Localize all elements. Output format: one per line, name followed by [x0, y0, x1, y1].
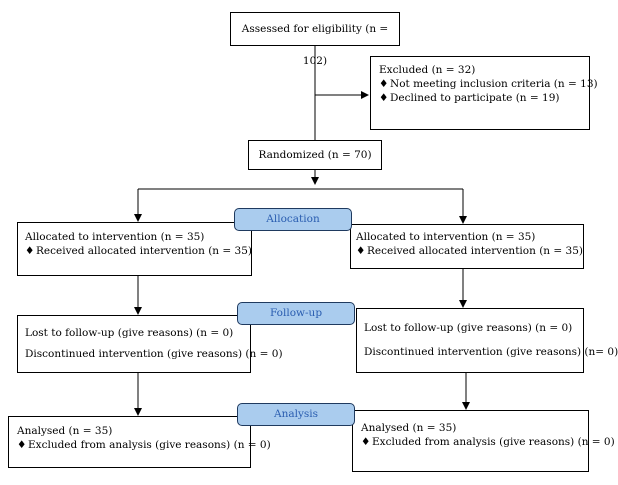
right-lost-text: Lost to follow-up (give reasons) (n = 0) [364, 322, 573, 334]
right-allocation-box: Allocated to intervention (n = 35) ♦Rece… [350, 224, 584, 269]
right-followup-box: Lost to follow-up (give reasons) (n = 0)… [356, 308, 618, 373]
left-followup-box: Lost to follow-up (give reasons) (n = 0)… [17, 315, 283, 373]
right-analysed-text: Analysed (n = 35) [361, 422, 457, 434]
left-lost-text: Lost to follow-up (give reasons) (n = 0) [25, 327, 234, 339]
randomized-text: Randomized (n = 70) [258, 149, 372, 161]
excluded-box: Excluded (n = 32) ♦Not meeting inclusion… [370, 56, 598, 130]
right-excluded-analysis-line: ♦Excluded from analysis (give reasons) (… [361, 436, 615, 448]
left-discontinued-text: Discontinued intervention (give reasons)… [25, 348, 283, 360]
left-analysed-text: Analysed (n = 35) [17, 425, 113, 437]
diamond-bullet-icon: ♦ [361, 436, 371, 448]
diamond-bullet-icon: ♦ [379, 78, 389, 90]
left-allocation-box: Allocated to intervention (n = 35) ♦Rece… [17, 222, 252, 276]
diamond-bullet-icon: ♦ [17, 439, 27, 451]
right-allocated-text: Allocated to intervention (n = 35) [356, 231, 536, 243]
right-received-line: ♦Received allocated intervention (n = 35… [356, 245, 583, 257]
assessed-box: Assessed for eligibility (n = 102) [230, 12, 400, 67]
left-excluded-analysis-line: ♦Excluded from analysis (give reasons) (… [17, 439, 271, 451]
diamond-bullet-icon: ♦ [379, 92, 389, 104]
diamond-bullet-icon: ♦ [25, 245, 35, 257]
excluded-title: Excluded (n = 32) [379, 64, 476, 76]
assessed-text: Assessed for eligibility (n = 102) [241, 23, 389, 67]
left-analysis-box: Analysed (n = 35) ♦Excluded from analysi… [8, 416, 271, 468]
randomized-box: Randomized (n = 70) [248, 140, 382, 170]
consort-flow-diagram: Assessed for eligibility (n = 102) Exclu… [8, 12, 618, 472]
right-analysis-box: Analysed (n = 35) ♦Excluded from analysi… [352, 410, 615, 472]
excluded-item-declined: ♦Declined to participate (n = 19) [379, 92, 560, 104]
followup-phase-label: Follow-up [237, 302, 355, 325]
diamond-bullet-icon: ♦ [356, 245, 366, 257]
analysis-phase-label: Analysis [237, 403, 355, 426]
right-discontinued-text: Discontinued intervention (give reasons)… [364, 346, 618, 358]
allocation-phase-label: Allocation [234, 208, 352, 231]
left-allocated-text: Allocated to intervention (n = 35) [25, 231, 205, 243]
left-received-line: ♦Received allocated intervention (n = 35… [25, 245, 252, 257]
excluded-item-not-meeting: ♦Not meeting inclusion criteria (n = 13) [379, 78, 598, 90]
connector-lines [134, 46, 470, 416]
